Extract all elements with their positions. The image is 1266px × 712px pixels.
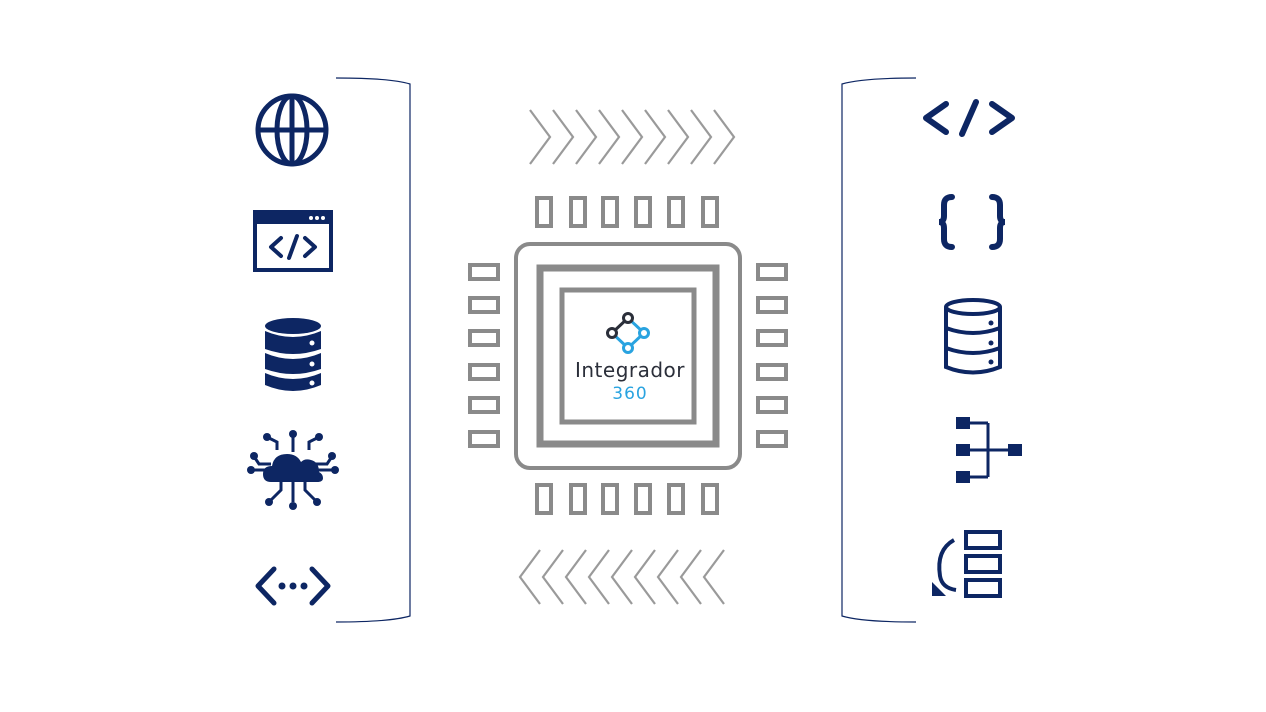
globe-icon (255, 93, 329, 167)
chevrons-top (529, 109, 736, 165)
left-bracket (335, 77, 411, 623)
web-code-window-icon (253, 210, 333, 272)
brand-number: 360 (612, 384, 648, 404)
api-connector-icon (255, 566, 331, 606)
database-outline-icon (944, 298, 1002, 375)
hierarchy-icon (956, 417, 1022, 483)
import-list-icon (932, 530, 1002, 598)
curly-braces-icon (938, 194, 1006, 250)
processor-chip (468, 196, 788, 515)
chevrons-bottom (518, 549, 725, 605)
database-icon (265, 318, 321, 391)
right-bracket (841, 77, 917, 623)
brand-name: Integrador (574, 358, 686, 382)
integrador-logo-icon (606, 312, 650, 354)
cloud-network-icon (247, 430, 339, 510)
code-tag-icon (923, 99, 1015, 137)
